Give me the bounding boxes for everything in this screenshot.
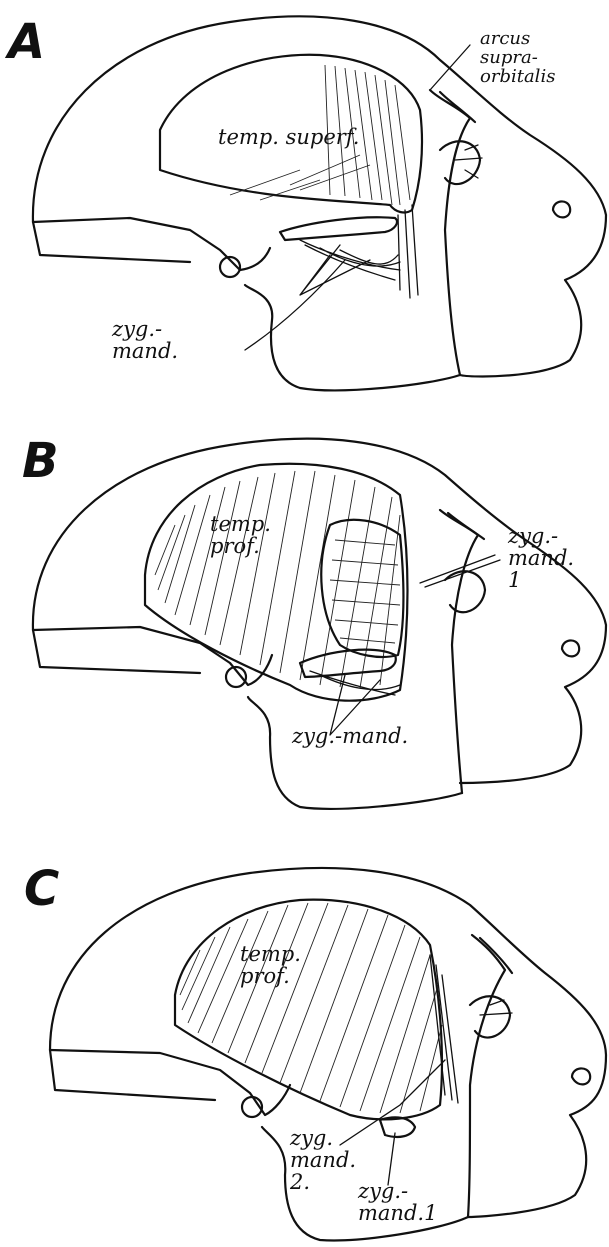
label-temp-superf: temp. superf. [218,126,359,148]
label-temp-prof-b: temp. prof. [210,513,271,557]
muscle-fibers-c [180,903,442,1113]
label-temp-prof-c: temp. prof. [240,943,301,987]
label-zyg-mand-b: zyg.-mand. [292,725,408,747]
label-zyg-mand-1-c: zyg.- mand.1 [358,1180,437,1224]
label-zyg-mand-a: zyg.- mand. [112,318,178,362]
skull-drawing-b [0,405,609,815]
panel-b: B [0,405,609,815]
label-zyg-mand-1-b: zyg.- mand. 1 [508,525,574,591]
mandible-outline-b [248,697,462,809]
label-zyg-mand-2-c: zyg. mand. 2. [290,1127,356,1193]
label-arcus-supraorbitalis: arcus supra- orbitalis [480,30,555,87]
panel-a: A [0,0,609,405]
panel-c: C temp. prof. zyg. mand. 2. zy [0,845,609,1247]
mandible-outline-a [245,285,460,390]
